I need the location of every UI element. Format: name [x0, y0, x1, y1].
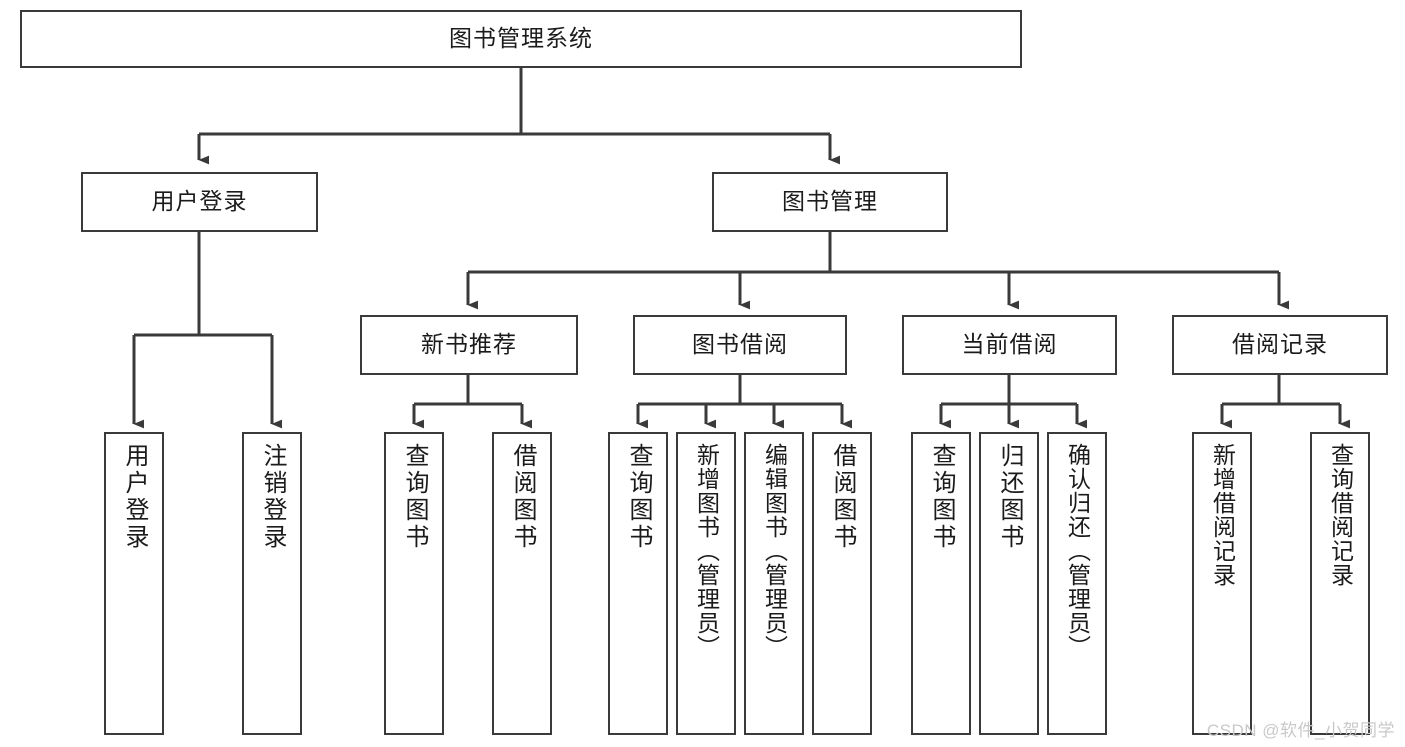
leaf-return-book[interactable]: 归还图书 [979, 432, 1039, 735]
node-label: 借阅记录 [1232, 331, 1328, 358]
node-label: 新书推荐 [421, 331, 517, 358]
node-label: 借阅图书 [509, 443, 536, 551]
node-label: 查询图书 [625, 443, 652, 551]
leaf-query-borrow-record[interactable]: 查询借阅记录 [1310, 432, 1370, 735]
node-book-management[interactable]: 图书管理 [712, 172, 948, 232]
node-label: 新增借阅记录 [1209, 443, 1236, 587]
node-label: 注销登录 [259, 443, 286, 551]
node-label: 用户登录 [151, 188, 248, 215]
leaf-query-book-borrow[interactable]: 查询图书 [608, 432, 668, 735]
node-label: 确认归还（管理员） [1064, 443, 1091, 659]
leaf-borrow-book-recommend[interactable]: 借阅图书 [492, 432, 552, 735]
node-user-login[interactable]: 用户登录 [81, 172, 318, 232]
watermark-text: CSDN @软件_小贺同学 [1206, 721, 1395, 740]
node-label: 图书管理 [782, 188, 878, 215]
leaf-logout-login[interactable]: 注销登录 [242, 432, 302, 735]
node-label: 图书管理系统 [449, 25, 593, 52]
node-new-book-recommend[interactable]: 新书推荐 [360, 315, 578, 375]
leaf-borrow-book[interactable]: 借阅图书 [812, 432, 872, 735]
node-label: 用户登录 [121, 443, 148, 551]
leaf-edit-book[interactable]: 编辑图书（管理员） [744, 432, 804, 735]
node-label: 当前借阅 [961, 331, 1058, 358]
node-label: 编辑图书（管理员） [761, 443, 788, 659]
node-label: 借阅图书 [829, 443, 856, 551]
leaf-add-book[interactable]: 新增图书（管理员） [676, 432, 736, 735]
node-label: 查询借阅记录 [1327, 443, 1354, 587]
leaf-user-login[interactable]: 用户登录 [104, 432, 164, 735]
node-label: 查询图书 [928, 443, 955, 551]
leaf-query-book-current[interactable]: 查询图书 [911, 432, 971, 735]
node-label: 图书借阅 [692, 331, 788, 358]
node-label: 归还图书 [996, 443, 1023, 551]
node-root-system[interactable]: 图书管理系统 [20, 10, 1022, 68]
leaf-confirm-return[interactable]: 确认归还（管理员） [1047, 432, 1107, 735]
node-book-borrow[interactable]: 图书借阅 [633, 315, 847, 375]
node-current-borrow[interactable]: 当前借阅 [902, 315, 1117, 375]
node-label: 新增图书（管理员） [693, 443, 720, 659]
node-borrow-record[interactable]: 借阅记录 [1172, 315, 1388, 375]
leaf-add-borrow-record[interactable]: 新增借阅记录 [1192, 432, 1252, 735]
node-label: 查询图书 [401, 443, 428, 551]
leaf-query-book-recommend[interactable]: 查询图书 [384, 432, 444, 735]
